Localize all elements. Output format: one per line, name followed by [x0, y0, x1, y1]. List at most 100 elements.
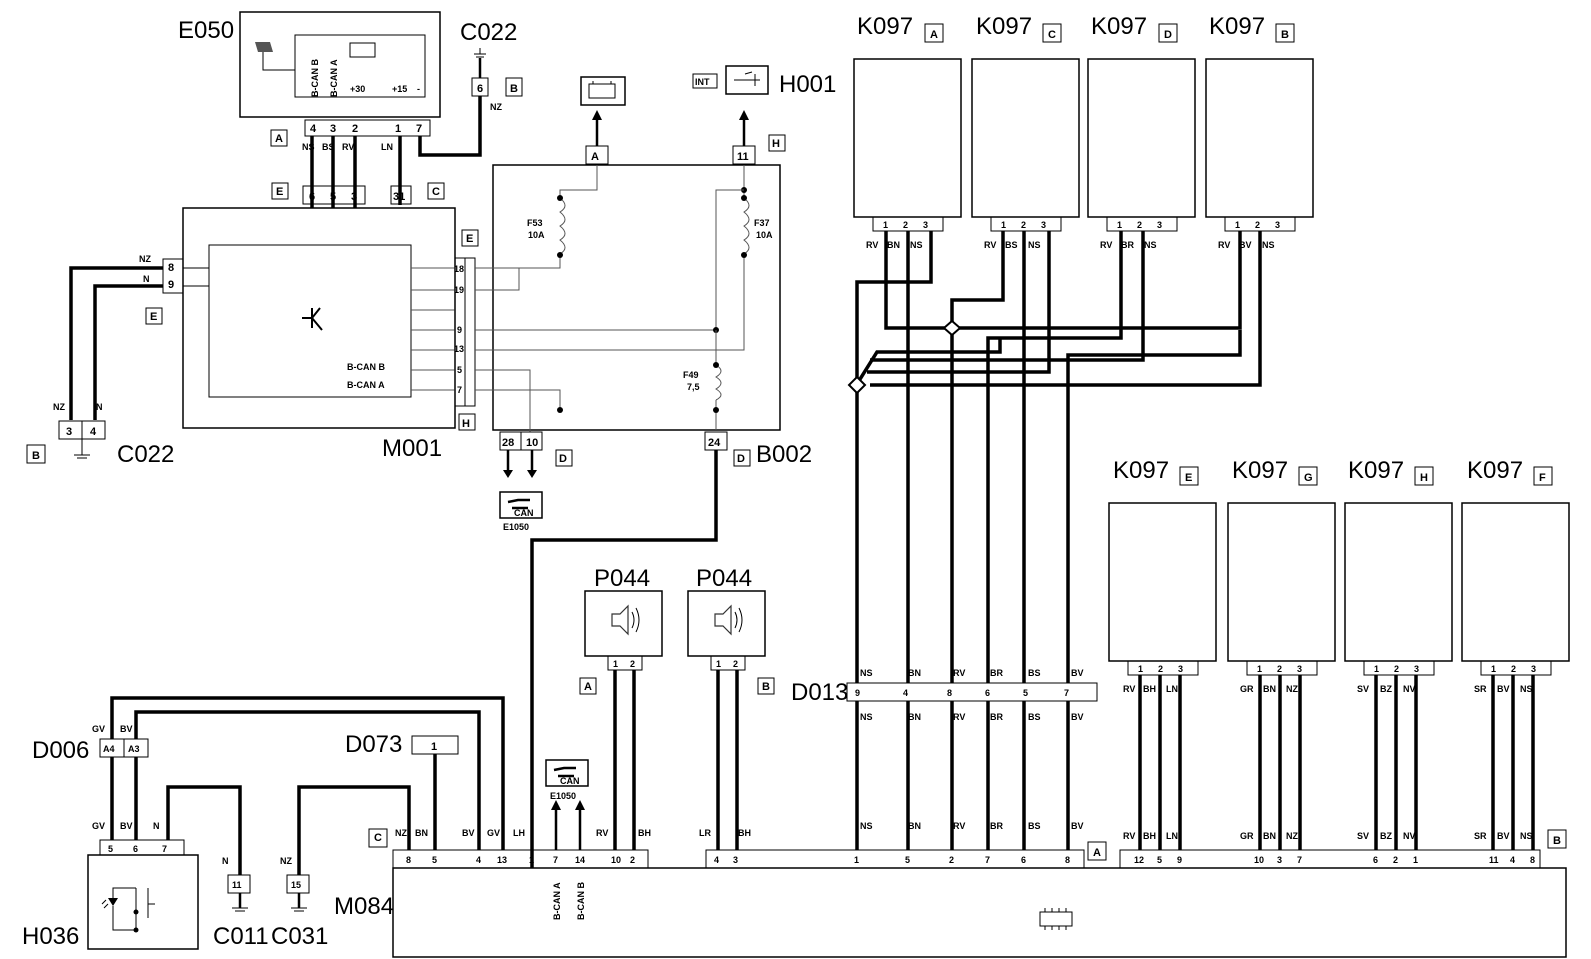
svg-text:C022: C022 [460, 19, 517, 46]
svg-text:RV: RV [1100, 240, 1112, 250]
svg-text:GR: GR [1240, 831, 1254, 841]
svg-text:NZ: NZ [139, 254, 151, 264]
svg-text:NZ: NZ [395, 828, 407, 838]
svg-text:F37: F37 [754, 218, 770, 228]
svg-text:LH: LH [513, 828, 525, 838]
svg-text:2: 2 [1255, 220, 1260, 230]
svg-text:7,5: 7,5 [687, 382, 700, 392]
svg-text:C011: C011 [213, 923, 269, 950]
svg-text:NS: NS [1262, 240, 1275, 250]
svg-text:RV: RV [984, 240, 996, 250]
svg-text:8: 8 [947, 688, 952, 698]
svg-text:NZ: NZ [53, 402, 65, 412]
d073-connector: D073 1 [345, 731, 459, 758]
svg-text:2: 2 [352, 123, 358, 135]
svg-text:C: C [1048, 29, 1056, 41]
svg-text:2: 2 [1393, 855, 1398, 865]
svg-text:9: 9 [855, 688, 860, 698]
svg-text:6: 6 [1021, 855, 1026, 865]
svg-text:1: 1 [1413, 855, 1418, 865]
svg-text:5: 5 [1023, 688, 1028, 698]
svg-text:5: 5 [330, 191, 336, 203]
svg-text:N: N [153, 821, 160, 831]
svg-text:BR: BR [990, 712, 1003, 722]
svg-text:7: 7 [1297, 855, 1302, 865]
svg-text:-: - [417, 84, 420, 94]
svg-text:1: 1 [1491, 664, 1496, 674]
svg-text:2: 2 [630, 855, 635, 865]
svg-text:B-CAN B: B-CAN B [310, 59, 320, 97]
svg-text:BN: BN [415, 828, 428, 838]
svg-text:RV: RV [1123, 831, 1135, 841]
svg-text:D006: D006 [32, 737, 89, 764]
svg-text:CAN: CAN [560, 776, 580, 786]
svg-text:2: 2 [1511, 664, 1516, 674]
svg-text:B: B [510, 83, 518, 95]
svg-text:10: 10 [526, 437, 538, 449]
svg-text:K097: K097 [1091, 13, 1147, 40]
svg-text:D: D [1164, 29, 1172, 41]
svg-text:BV: BV [120, 724, 133, 734]
svg-text:RV: RV [866, 240, 878, 250]
svg-text:GV: GV [92, 821, 105, 831]
svg-text:11: 11 [737, 151, 749, 163]
svg-text:A3: A3 [128, 744, 140, 754]
svg-text:13: 13 [454, 344, 464, 354]
svg-text:BS: BS [1028, 821, 1041, 831]
svg-text:NZ: NZ [1286, 831, 1298, 841]
svg-text:NS: NS [860, 712, 873, 722]
svg-text:E: E [276, 186, 283, 198]
svg-text:3: 3 [351, 191, 357, 203]
svg-text:SR: SR [1474, 684, 1487, 694]
svg-text:NS: NS [1028, 240, 1041, 250]
svg-text:A: A [1093, 847, 1101, 859]
svg-text:7: 7 [1064, 688, 1069, 698]
svg-text:BV: BV [1497, 684, 1510, 694]
svg-text:C022: C022 [117, 441, 174, 468]
svg-text:12: 12 [1134, 855, 1144, 865]
svg-text:A4: A4 [103, 744, 115, 754]
svg-text:3: 3 [1178, 664, 1183, 674]
svg-text:NZ: NZ [490, 102, 502, 112]
svg-text:LN: LN [1166, 831, 1178, 841]
svg-text:1: 1 [716, 659, 721, 669]
svg-text:+30: +30 [350, 84, 365, 94]
svg-text:NZ: NZ [280, 856, 292, 866]
svg-text:5: 5 [1157, 855, 1162, 865]
svg-text:LR: LR [699, 828, 711, 838]
svg-text:28: 28 [502, 437, 514, 449]
svg-text:B-CAN A: B-CAN A [347, 380, 385, 390]
svg-text:2: 2 [733, 659, 738, 669]
svg-text:GV: GV [92, 724, 105, 734]
svg-text:5: 5 [108, 844, 113, 854]
svg-text:14: 14 [575, 855, 585, 865]
svg-text:P044: P044 [696, 565, 752, 592]
svg-text:5: 5 [905, 855, 910, 865]
h036-unit: GV BV N 5 6 7 H036 [22, 821, 199, 950]
svg-text:BN: BN [1263, 684, 1276, 694]
svg-text:B-CAN B: B-CAN B [576, 882, 586, 920]
svg-text:B: B [32, 450, 40, 462]
svg-text:7: 7 [985, 855, 990, 865]
svg-text:D073: D073 [345, 731, 402, 758]
svg-text:H: H [1420, 472, 1428, 484]
svg-text:BN: BN [1263, 831, 1276, 841]
svg-text:2: 2 [1158, 664, 1163, 674]
svg-text:BV: BV [462, 828, 475, 838]
svg-text:N: N [222, 856, 229, 866]
svg-text:BH: BH [1143, 831, 1156, 841]
svg-text:NS: NS [860, 668, 873, 678]
svg-text:N: N [96, 402, 103, 412]
svg-text:19: 19 [454, 285, 464, 295]
svg-text:BV: BV [1239, 240, 1252, 250]
svg-text:A: A [930, 29, 938, 41]
svg-text:INT: INT [695, 77, 710, 87]
svg-text:+15: +15 [392, 84, 407, 94]
p044-speakers: P044 1 2 A P044 1 2 B [579, 565, 775, 695]
svg-text:B: B [1281, 29, 1289, 41]
svg-text:RV: RV [953, 668, 965, 678]
svg-text:15: 15 [291, 880, 301, 890]
svg-text:RV: RV [953, 712, 965, 722]
svg-text:3: 3 [1297, 664, 1302, 674]
svg-text:K097: K097 [1209, 13, 1265, 40]
